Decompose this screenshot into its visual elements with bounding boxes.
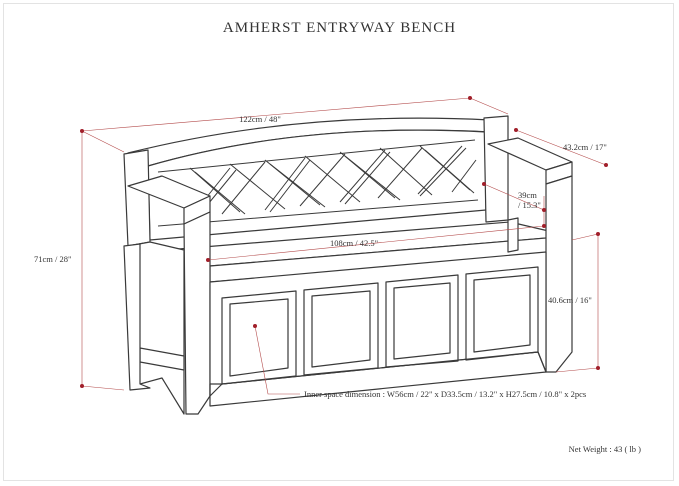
- label-line: / 15.3": [518, 200, 541, 210]
- dot-back-height-top: [482, 182, 486, 186]
- chest-panel-4-inset: [473, 274, 531, 353]
- chest-panel-1-inset: [229, 298, 289, 377]
- dot-back-height-bottom: [542, 208, 546, 212]
- dimension-labels: 122cm / 48" 43.2cm / 17" 39cm/ 15.3" 108…: [34, 114, 607, 305]
- back-height-label: 39cm/ 15.3": [518, 190, 541, 210]
- seat-height-label: 40.6cm / 16": [548, 295, 592, 305]
- dot-width-right: [468, 96, 472, 100]
- dot-seat-width-left: [206, 258, 210, 262]
- left-rear-leg: [123, 243, 151, 391]
- dot-seat-width-right: [542, 224, 546, 228]
- net-weight: Net Weight : 43 ( lb ): [568, 444, 641, 454]
- label-line: 39cm: [518, 190, 537, 200]
- right-rear-post: [483, 115, 509, 223]
- chest-panel-1: [221, 290, 297, 385]
- chest-panel-3-inset: [393, 282, 451, 360]
- width-dim-ext-right: [469, 97, 509, 115]
- width-dim-line: [81, 97, 471, 132]
- seat-height-dim-ext-top: [571, 233, 599, 241]
- height-label: 71cm / 28": [34, 254, 71, 264]
- depth-label: 43.2cm / 17": [563, 142, 607, 152]
- seat-width-dim-line: [207, 225, 545, 261]
- diagram-title: AMHERST ENTRYWAY BENCH: [222, 20, 457, 36]
- chest-panel-2-inset: [311, 290, 371, 368]
- front-skirt: [209, 351, 547, 407]
- chest-panels: [221, 266, 539, 385]
- back-height-dim-line: [483, 183, 545, 211]
- dot-seat-height-bottom: [596, 366, 600, 370]
- dimension-lines: [81, 97, 607, 395]
- inner-space-note: Inner space dimension : W56cm / 22" x D3…: [304, 389, 587, 399]
- depth-dim-line: [515, 129, 607, 166]
- dot-height-bottom: [80, 384, 84, 388]
- dot-depth-right: [604, 163, 608, 167]
- bench-drawing: [123, 115, 573, 415]
- height-dim-ext-bottom: [81, 385, 125, 391]
- seat-width-label: 108cm / 42.5": [330, 238, 378, 248]
- chest-panel-4: [465, 266, 539, 361]
- width-label: 122cm / 48": [239, 114, 281, 124]
- left-rear-post: [123, 149, 151, 247]
- left-front-leg: [183, 211, 211, 415]
- right-front-leg: [545, 175, 573, 373]
- dot-depth-left: [514, 128, 518, 132]
- page-border: [3, 3, 674, 481]
- dimension-dots: [80, 96, 608, 388]
- width-dim-ext-left: [81, 130, 125, 153]
- right-rear-post-lower: [507, 217, 519, 253]
- dot-width-left: [80, 129, 84, 133]
- inner-space-leader: [254, 325, 300, 395]
- chest-panel-3: [385, 274, 459, 368]
- seat-height-dim-ext-bottom: [555, 367, 599, 373]
- chest-panel-2: [303, 282, 379, 376]
- dot-seat-height-top: [596, 232, 600, 236]
- dot-inner-space: [253, 324, 257, 328]
